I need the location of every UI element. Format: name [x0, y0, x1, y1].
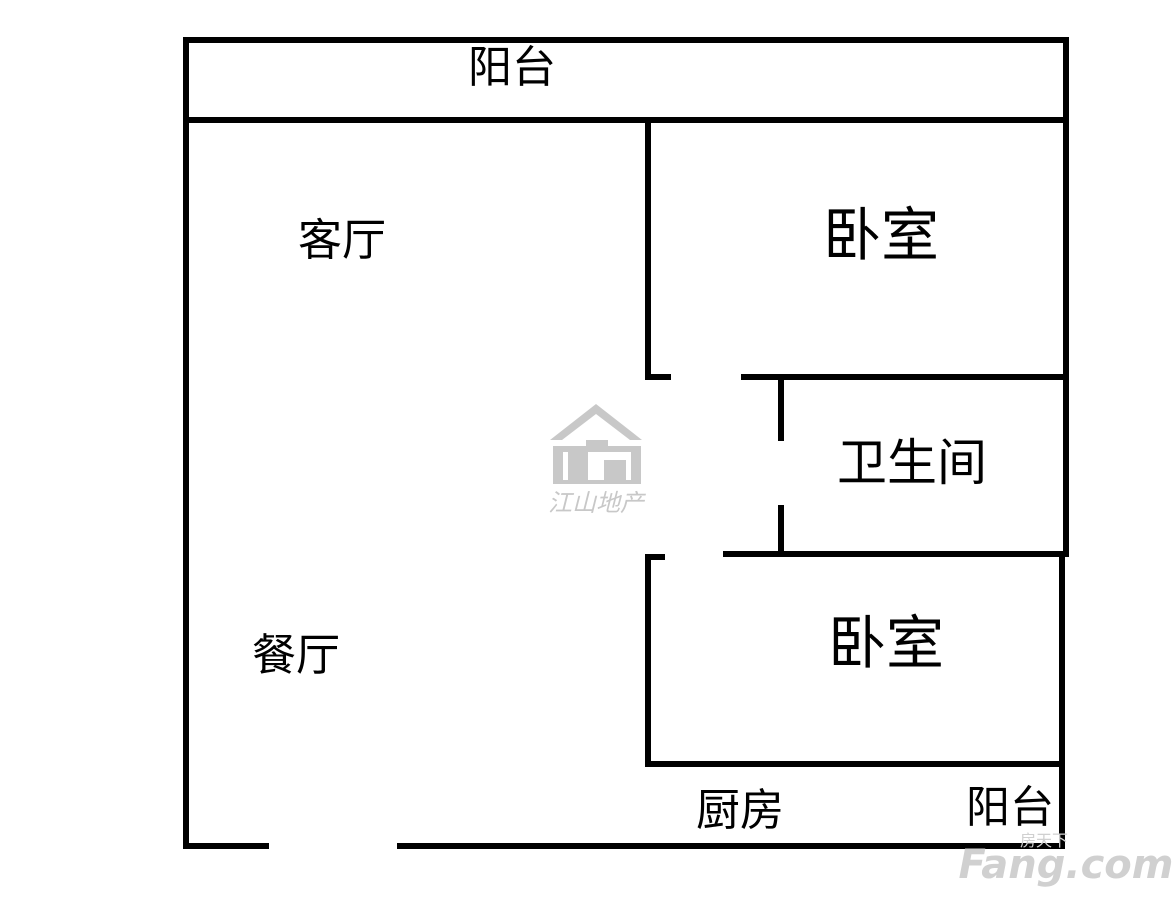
- house-logo-icon: [550, 404, 642, 484]
- brand-cn-text: 房天下: [1020, 831, 1068, 850]
- label-bedroom-bottom: 卧室: [828, 609, 944, 677]
- label-balcony-top: 阳台: [468, 42, 556, 93]
- walls: [183, 37, 1069, 849]
- label-living-room: 客厅: [298, 215, 386, 266]
- label-balcony-bottom: 阳台: [966, 782, 1054, 833]
- brand-watermark: 房天下 Fang.com: [959, 831, 1174, 888]
- watermark: 江山地产: [548, 404, 646, 517]
- label-bathroom: 卫生间: [837, 434, 987, 492]
- label-dining-room: 餐厅: [252, 630, 340, 681]
- label-bedroom-top: 卧室: [823, 201, 939, 269]
- watermark-name: 江山地产: [548, 489, 646, 517]
- label-kitchen: 厨房: [696, 785, 784, 836]
- brand-en-text: Fang.com: [959, 842, 1174, 888]
- room-labels: 阳台 客厅 卧室 卫生间 餐厅 卧室 厨房 阳台: [252, 42, 1054, 836]
